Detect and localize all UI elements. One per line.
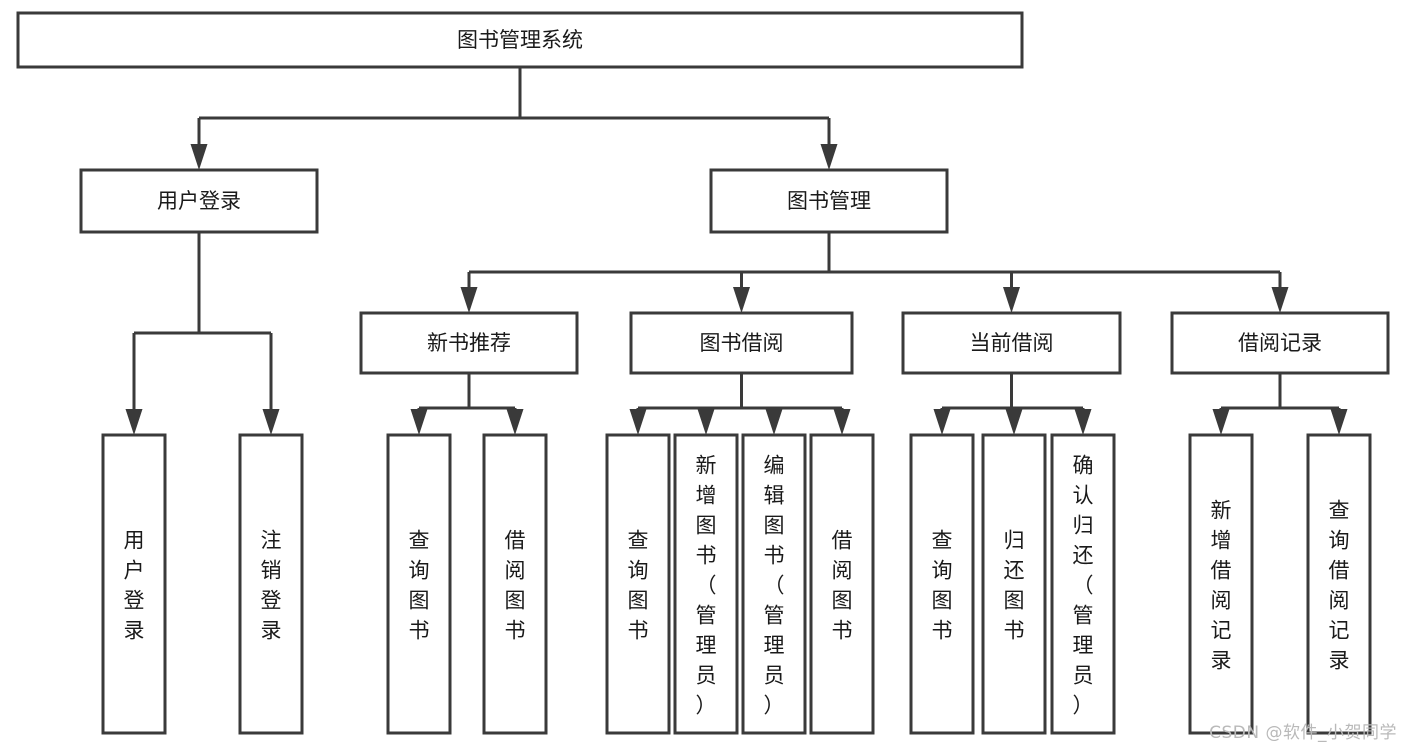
node-borrow-record[interactable]: 借阅记录 (1170, 311, 1390, 375)
node-box[interactable] (1170, 311, 1390, 375)
connector-group-root (190, 67, 838, 170)
node-box[interactable] (359, 311, 579, 375)
node-label: 图书管理系统 (457, 28, 583, 52)
node-label: 编辑图书（管理员） (764, 453, 785, 717)
node-label: 图书借阅 (700, 331, 784, 355)
node-leaf-rec-borrow-book[interactable]: 借阅图书 (482, 433, 548, 735)
node-box[interactable] (605, 433, 671, 735)
node-label: 当前借阅 (970, 331, 1054, 355)
node-box[interactable] (629, 311, 854, 375)
arrow-head-icon (733, 287, 750, 313)
node-box[interactable] (901, 311, 1122, 375)
node-leaf-rec-query-book[interactable]: 查询图书 (386, 433, 452, 735)
node-label: 借阅图书 (505, 528, 526, 642)
arrow-head-icon (1003, 287, 1020, 313)
node-leaf-br-query-record[interactable]: 查询借阅记录 (1306, 433, 1372, 735)
arrow-head-icon (125, 409, 143, 435)
connector-group-current-borrow (933, 373, 1092, 435)
node-box[interactable] (386, 433, 452, 735)
node-label: 新增借阅记录 (1211, 498, 1232, 672)
connector-group-borrow-record (1212, 373, 1348, 435)
node-label: 借阅记录 (1238, 331, 1322, 355)
arrow-head-icon (1271, 287, 1289, 313)
connector-group-new-book-rec (410, 373, 524, 435)
arrow-head-icon (190, 144, 208, 170)
node-leaf-br-add-record[interactable]: 新增借阅记录 (1188, 433, 1254, 735)
node-label: 注销登录 (261, 528, 282, 642)
arrow-head-icon (262, 409, 280, 435)
arrow-head-icon (460, 287, 478, 313)
node-label: 图书管理 (787, 189, 871, 213)
arrow-head-icon (765, 409, 783, 435)
node-label: 确认归还（管理员） (1073, 453, 1094, 717)
node-box[interactable] (1188, 433, 1254, 735)
csdn-watermark: CSDN @软件_小贺同学 (1209, 723, 1397, 743)
node-leaf-user-logout[interactable]: 注销登录 (238, 433, 304, 735)
node-box[interactable] (482, 433, 548, 735)
arrow-head-icon (1330, 409, 1348, 435)
node-box[interactable] (101, 433, 167, 735)
arrow-head-icon (833, 409, 851, 435)
node-label: 新书推荐 (427, 331, 511, 355)
node-label: 归还图书 (1004, 528, 1025, 642)
node-leaf-user-login[interactable]: 用户登录 (101, 433, 167, 735)
node-leaf-cb-confirm-return[interactable]: 确认归还（管理员） (1050, 433, 1116, 735)
node-current-borrow[interactable]: 当前借阅 (901, 311, 1122, 375)
connector-group-book-manage (460, 232, 1289, 313)
arrow-head-icon (1074, 409, 1092, 435)
node-box[interactable] (981, 433, 1047, 735)
node-leaf-bb-add-book[interactable]: 新增图书（管理员） (673, 433, 739, 735)
node-leaf-bb-edit-book[interactable]: 编辑图书（管理员） (741, 433, 807, 735)
node-root[interactable]: 图书管理系统 (16, 11, 1024, 69)
node-box[interactable] (809, 433, 875, 735)
node-box[interactable] (709, 168, 949, 234)
node-label: 查询图书 (932, 528, 953, 642)
node-label: 查询图书 (628, 528, 649, 642)
arrow-head-icon (1005, 409, 1023, 435)
node-leaf-bb-query-book[interactable]: 查询图书 (605, 433, 671, 735)
connector-group-user-login (125, 232, 280, 435)
node-user-login[interactable]: 用户登录 (79, 168, 319, 234)
node-box[interactable] (1050, 433, 1116, 735)
node-box[interactable] (741, 433, 807, 735)
node-box[interactable] (673, 433, 739, 735)
node-leaf-bb-borrow-book[interactable]: 借阅图书 (809, 433, 875, 735)
node-new-book-rec[interactable]: 新书推荐 (359, 311, 579, 375)
node-box[interactable] (16, 11, 1024, 69)
node-label: 新增图书（管理员） (696, 453, 717, 717)
nodes-layer: 图书管理系统用户登录图书管理新书推荐图书借阅当前借阅借阅记录用户登录注销登录查询… (16, 11, 1390, 735)
node-box[interactable] (238, 433, 304, 735)
arrow-head-icon (410, 409, 428, 435)
node-box[interactable] (1306, 433, 1372, 735)
arrow-head-icon (629, 409, 647, 435)
node-leaf-cb-return-book[interactable]: 归还图书 (981, 433, 1047, 735)
node-label: 查询图书 (409, 528, 430, 642)
node-label: 用户登录 (157, 189, 241, 213)
node-label: 用户登录 (124, 528, 145, 642)
node-box[interactable] (909, 433, 975, 735)
node-book-borrow[interactable]: 图书借阅 (629, 311, 854, 375)
connectors-layer (125, 67, 1348, 435)
node-book-manage[interactable]: 图书管理 (709, 168, 949, 234)
arrow-head-icon (820, 144, 838, 170)
node-label: 查询借阅记录 (1329, 498, 1350, 672)
node-leaf-cb-query-book[interactable]: 查询图书 (909, 433, 975, 735)
arrow-head-icon (506, 409, 524, 435)
arrow-head-icon (697, 409, 715, 435)
arrow-head-icon (933, 409, 951, 435)
node-box[interactable] (79, 168, 319, 234)
connector-group-book-borrow (629, 373, 851, 435)
arrow-head-icon (1212, 409, 1230, 435)
node-label: 借阅图书 (832, 528, 853, 642)
